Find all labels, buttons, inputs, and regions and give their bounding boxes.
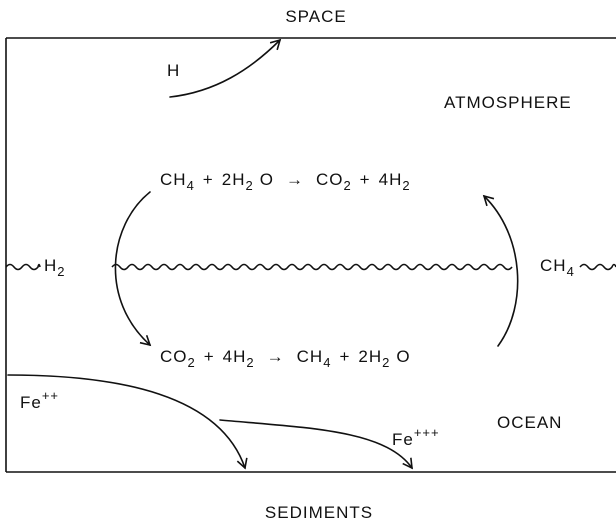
top-reaction-arrow: →	[286, 170, 304, 189]
fe2-label: Fe++	[20, 388, 59, 412]
left-cycle-arrow	[114, 191, 152, 347]
bottom-reactant-co2: CO	[160, 347, 188, 366]
hydrogen-label: H	[167, 61, 180, 80]
fe3-sedimentation-arrow	[219, 419, 413, 470]
ch4-surface-label: CH4	[540, 256, 575, 279]
bottom-product-water: 2H	[358, 347, 382, 366]
top-product-h2: 4H	[379, 170, 403, 189]
sea-surface-wave-right	[579, 263, 616, 271]
ocean-label: OCEAN	[497, 413, 562, 432]
sea-surface-wave-left	[5, 263, 41, 271]
space-label: SPACE	[285, 7, 346, 26]
bottom-reactant-h2: 4H	[223, 347, 247, 366]
top-product-co2: CO	[316, 170, 344, 189]
top-reactant-water: 2H	[222, 170, 246, 189]
atmosphere-label: ATMOSPHERE	[444, 93, 572, 112]
hydrogen-escape-arrow	[169, 38, 282, 98]
right-cycle-arrow	[482, 194, 519, 347]
fe3-label: Fe+++	[392, 425, 440, 449]
fe2-sedimentation-arrow	[7, 374, 248, 470]
sediments-label: SEDIMENTS	[265, 503, 373, 522]
top-reactant-ch4: CH	[160, 170, 187, 189]
bottom-product-ch4: CH	[297, 347, 324, 366]
bottom-reaction-arrow: →	[267, 347, 285, 366]
sea-surface-wave-middle	[111, 263, 513, 271]
h2-surface-label: H2	[44, 256, 66, 279]
